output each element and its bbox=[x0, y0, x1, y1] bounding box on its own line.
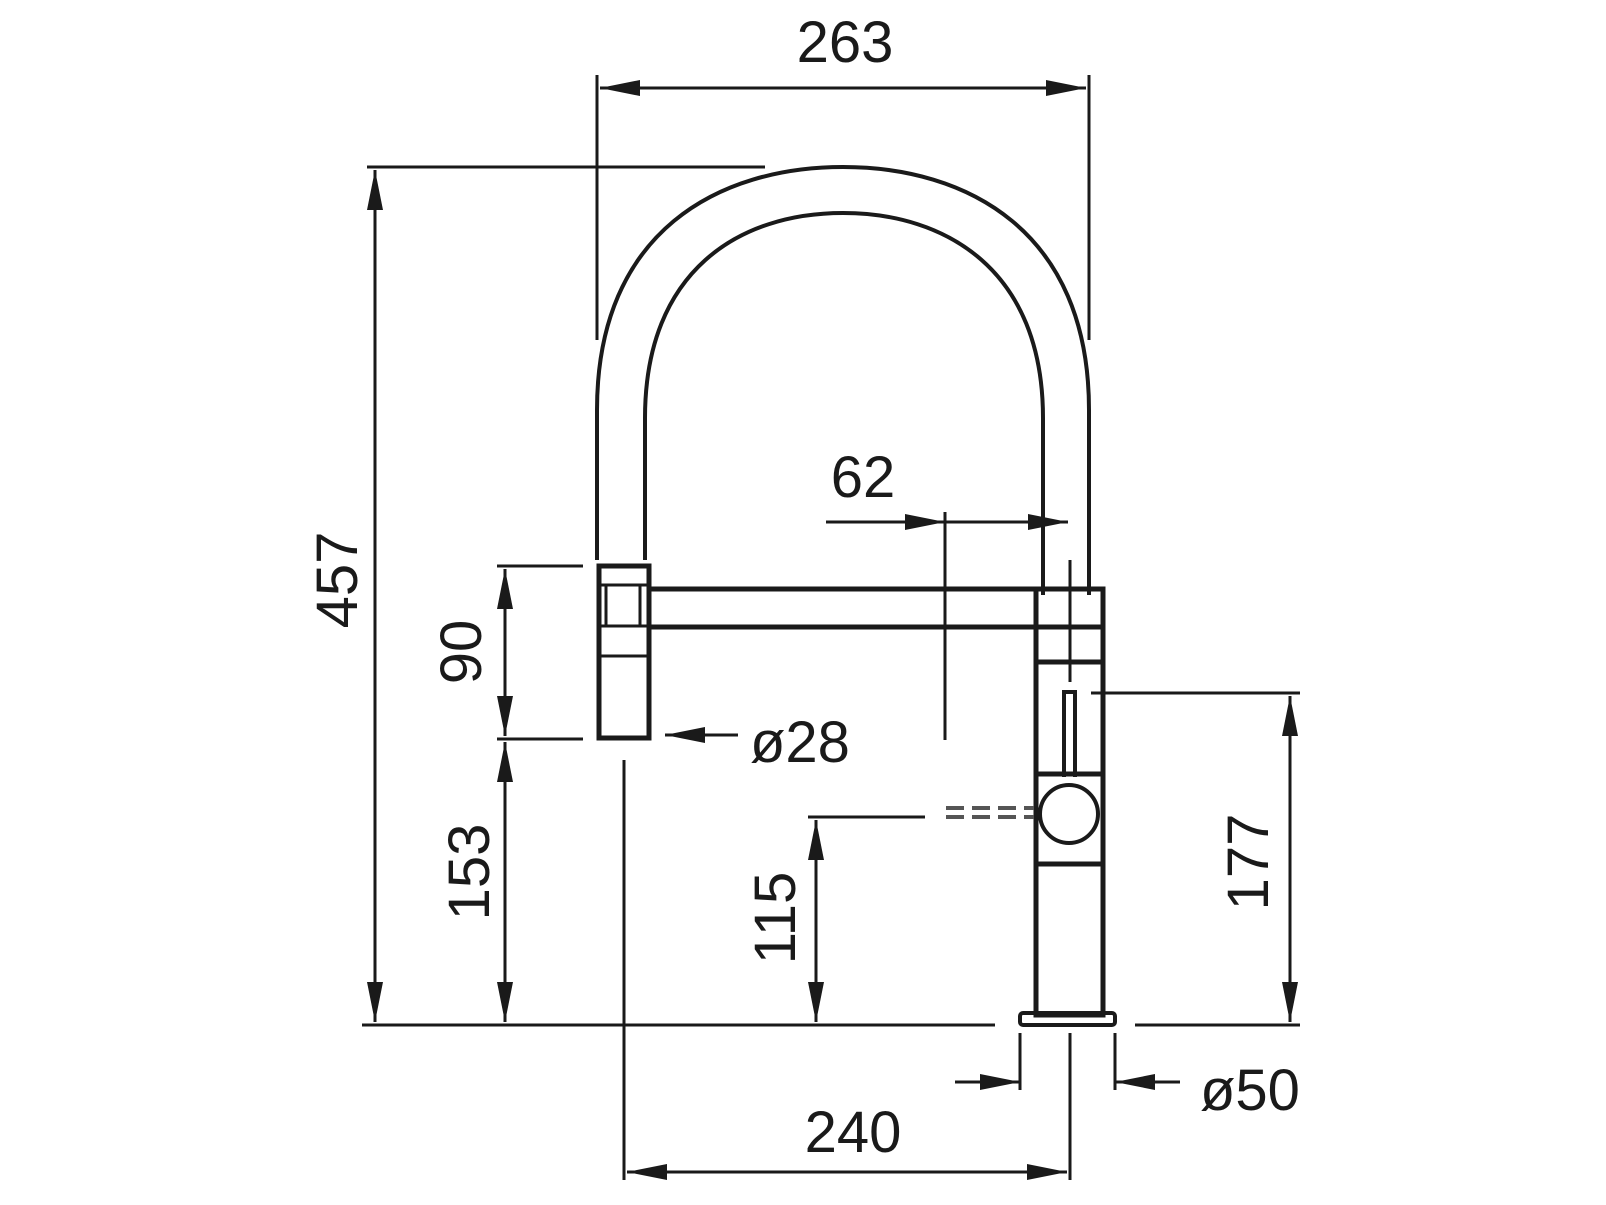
dim-spray-head-clearance: 153 bbox=[437, 824, 502, 921]
dim-spray-head-length: 90 bbox=[429, 620, 494, 685]
dimension-lines bbox=[362, 75, 1300, 1180]
dim-reach: 240 bbox=[805, 1100, 902, 1165]
faucet-outline bbox=[595, 164, 1117, 1027]
lever-handle bbox=[946, 690, 1100, 845]
dim-spray-head-diameter: ø28 bbox=[750, 710, 850, 775]
dimension-labels: 263 457 62 90 ø28 153 115 177 ø50 240 bbox=[305, 10, 1300, 1165]
dim-spout-offset: 62 bbox=[831, 445, 896, 510]
dim-total-width: 263 bbox=[797, 10, 894, 75]
dim-body-height: 177 bbox=[1216, 814, 1281, 911]
dim-handle-height: 115 bbox=[743, 872, 808, 964]
dim-base-diameter: ø50 bbox=[1200, 1058, 1300, 1123]
base-plate bbox=[1018, 1011, 1117, 1027]
dim-total-height: 457 bbox=[305, 532, 370, 629]
spray-head bbox=[596, 563, 652, 741]
